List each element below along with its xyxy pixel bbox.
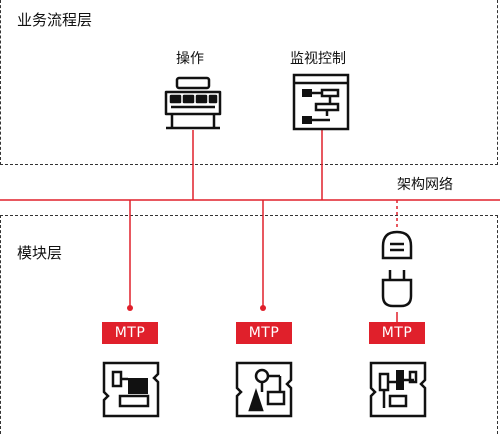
module-2-connector-dot: [260, 305, 266, 311]
monitor-flowchart-icon: [292, 73, 350, 131]
module-layer-title: 模块层: [17, 244, 63, 262]
network-label: 架构网络: [397, 177, 453, 193]
mtp-badge-1: MTP: [102, 322, 158, 344]
monitoring-label: 监视控制: [290, 51, 346, 67]
module-flow-icon: [102, 361, 160, 418]
business-process-layer: 业务流程层: [0, 0, 498, 165]
module-layer: 模块层: [0, 215, 498, 434]
network-plug-icon: [381, 230, 413, 260]
module-piping-icon: [369, 361, 427, 418]
process-layer-title: 业务流程层: [17, 11, 93, 29]
module-1-connector-dot: [127, 305, 133, 311]
operator-panel-icon: [164, 76, 222, 130]
module-plug-icon: [381, 270, 413, 308]
mtp-badge-3: MTP: [369, 322, 425, 344]
module-valve-icon: [235, 361, 293, 418]
mtp-badge-2: MTP: [236, 322, 292, 344]
operation-label: 操作: [176, 51, 204, 67]
